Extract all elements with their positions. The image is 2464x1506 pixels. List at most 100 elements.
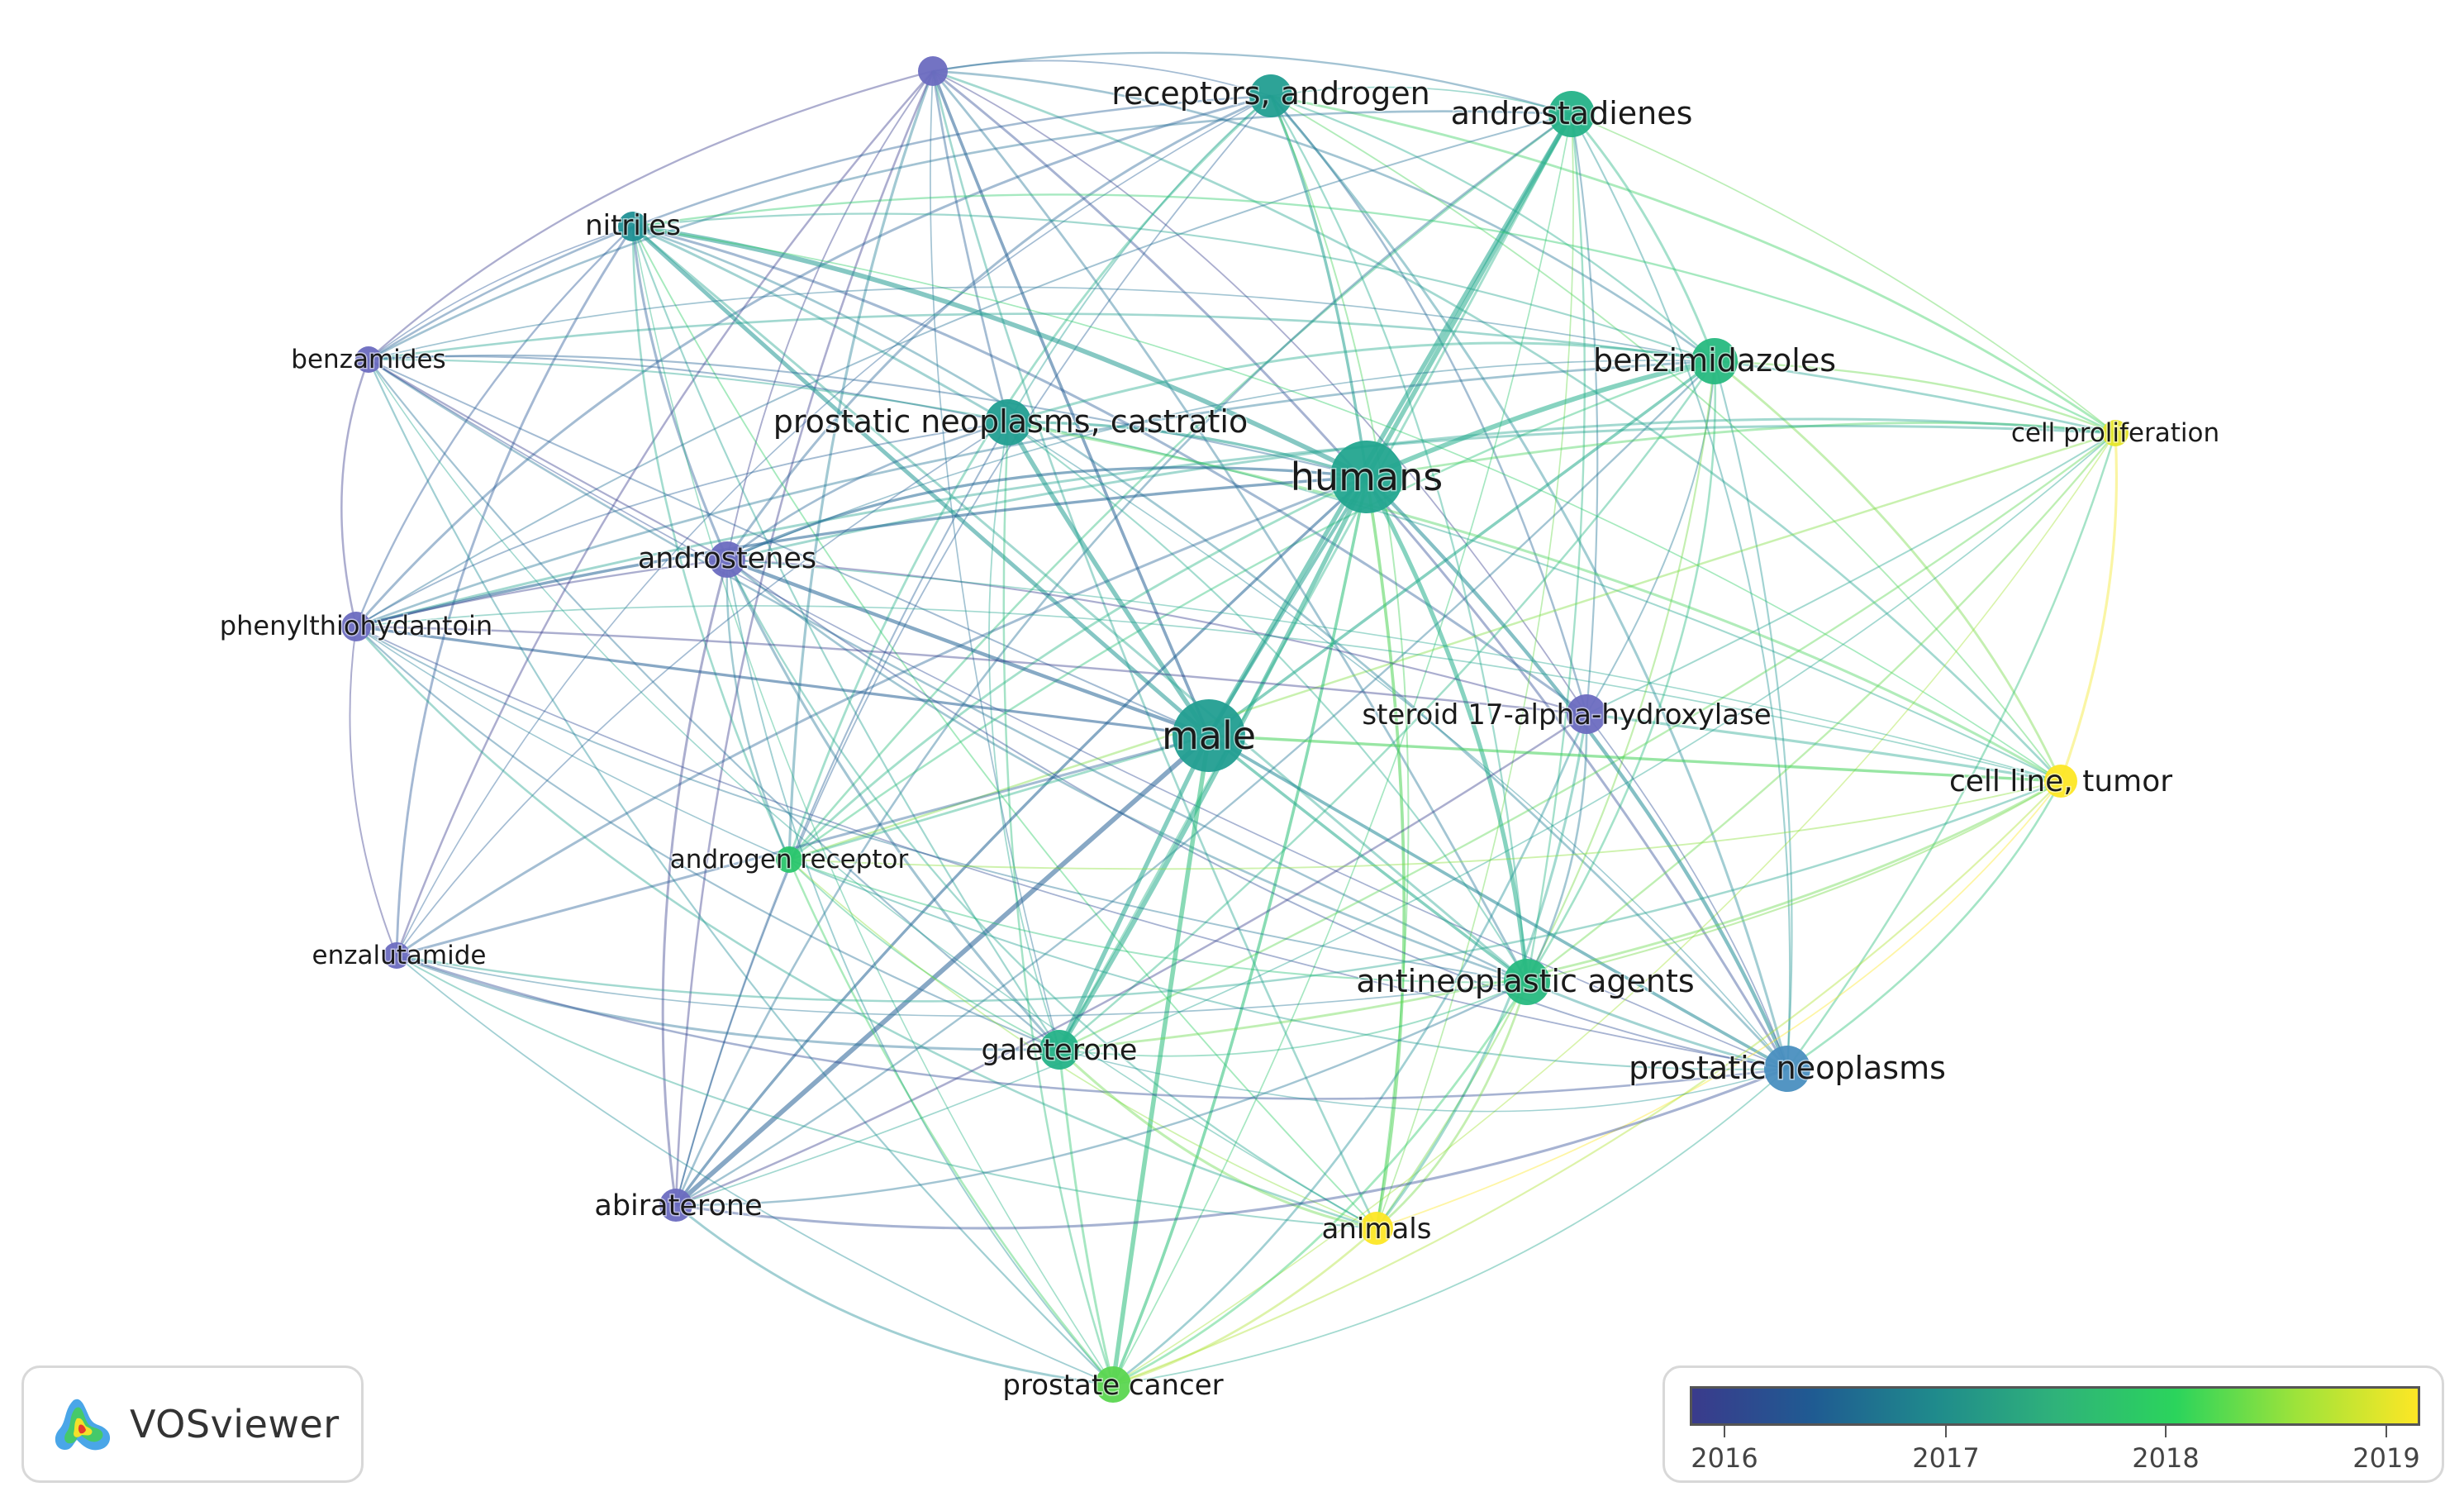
network-node-n_humans[interactable] xyxy=(1330,441,1403,513)
network-link xyxy=(988,422,1060,1051)
node-label-castratio: prostatic neoplasms, castratio xyxy=(773,403,1249,440)
network-link xyxy=(355,626,1528,983)
network-link xyxy=(931,70,1211,736)
network-link xyxy=(932,69,1715,363)
network-node-n_nitriles[interactable] xyxy=(618,212,648,241)
network-link xyxy=(726,70,934,560)
network-node-n_abiraterone[interactable] xyxy=(659,1189,692,1222)
network-node-n_male[interactable] xyxy=(1173,699,1245,772)
network-link xyxy=(632,224,1368,479)
network-links xyxy=(340,51,2119,1386)
network-link xyxy=(2059,432,2119,782)
network-link xyxy=(675,980,1528,1207)
network-link xyxy=(396,954,1788,1100)
network-link xyxy=(725,559,1061,1051)
network-link xyxy=(1366,422,2116,479)
network-node-n_benzimidazoles[interactable] xyxy=(1691,338,1738,384)
network-link xyxy=(632,226,2062,782)
network-link xyxy=(355,626,790,860)
network-link xyxy=(1112,780,2062,1386)
network-node-n_galeterone[interactable] xyxy=(1039,1030,1079,1070)
network-link xyxy=(1586,712,2062,783)
network-link xyxy=(1058,113,1573,1051)
legend-label-2016: 2016 xyxy=(1691,1442,1758,1474)
network-node-n_animals[interactable] xyxy=(1360,1212,1393,1245)
network-node-n_unlabeled_top[interactable] xyxy=(918,56,948,86)
network-node-n_androstenes[interactable] xyxy=(709,541,745,578)
network-link xyxy=(1207,734,1529,984)
node-label-enzalutamide: enzalutamide xyxy=(312,941,487,970)
network-link xyxy=(1057,475,1369,1051)
network-node-n_enzalutamide[interactable] xyxy=(383,942,410,969)
network-node-n_phenyl[interactable] xyxy=(341,612,371,641)
network-link xyxy=(349,626,397,956)
network-link xyxy=(1007,422,1788,1070)
network-link xyxy=(675,360,1715,1207)
network-link xyxy=(631,226,729,560)
legend-label-2017: 2017 xyxy=(1912,1442,1980,1474)
network-node-n_steroid[interactable] xyxy=(1567,694,1606,734)
network-link xyxy=(726,559,1788,1070)
network-link xyxy=(1365,359,1715,479)
network-link xyxy=(932,70,1587,715)
network-node-n_androstadienes[interactable] xyxy=(1548,91,1595,137)
legend-gradient-bar xyxy=(1690,1386,2420,1426)
network-link xyxy=(355,626,1060,1051)
network-link xyxy=(1269,95,1789,1070)
network-link xyxy=(368,359,1210,736)
network-link xyxy=(631,226,791,860)
node-label-cellprolif: cell proliferation xyxy=(2011,418,2219,448)
network-link xyxy=(1571,113,1791,1070)
node-label-androstadienes: androstadienes xyxy=(1451,95,1693,131)
network-link xyxy=(368,110,1572,361)
network-node-n_prostcancer[interactable] xyxy=(1095,1366,1131,1403)
network-link xyxy=(632,193,2116,435)
network-link xyxy=(368,359,1060,1051)
network-link xyxy=(1375,713,1588,1229)
network-link xyxy=(725,94,1272,560)
legend-label-2019: 2019 xyxy=(2352,1442,2420,1474)
network-link xyxy=(355,475,1368,628)
network-link xyxy=(1365,476,1406,1229)
network-link xyxy=(355,605,2062,782)
network-link xyxy=(931,70,1529,983)
network-node-n_receptors[interactable] xyxy=(1249,74,1292,117)
network-link xyxy=(1007,341,1715,424)
node-label-galeterone: galeterone xyxy=(982,1034,1138,1067)
network-link xyxy=(675,432,2116,1206)
network-link xyxy=(788,112,1572,860)
network-link xyxy=(1112,713,1588,1386)
network-link xyxy=(355,424,2116,628)
network-node-n_prostneo[interactable] xyxy=(1764,1046,1810,1092)
network-link xyxy=(788,859,1788,1070)
network-link xyxy=(1526,980,1788,1070)
network-node-n_ar[interactable] xyxy=(776,846,802,873)
network-link xyxy=(354,94,1272,627)
network-node-n_castratio[interactable] xyxy=(985,399,1031,446)
network-link xyxy=(1206,112,1574,737)
network-node-n_antineo[interactable] xyxy=(1504,959,1550,1005)
legend-tick-2018 xyxy=(2165,1426,2167,1437)
network-link xyxy=(1006,421,1211,737)
network-link xyxy=(675,712,1587,1207)
network-node-n_celltumor[interactable] xyxy=(2044,765,2077,798)
network-link xyxy=(632,226,1114,1385)
network-link xyxy=(1270,95,2062,782)
network-link xyxy=(355,626,1377,1230)
network-link xyxy=(368,69,934,360)
network-link xyxy=(1714,360,2116,435)
network-link xyxy=(368,94,1272,361)
network-link xyxy=(931,70,1378,1229)
network-node-n_cellprolif[interactable] xyxy=(2102,420,2129,446)
network-link xyxy=(368,359,728,560)
network-link xyxy=(1270,94,1715,362)
network-link xyxy=(355,625,1587,716)
network-link xyxy=(661,559,729,1206)
network-link xyxy=(787,475,1368,861)
network-link xyxy=(1112,113,1572,1385)
network-link xyxy=(1586,713,1788,1070)
network-node-n_benzamides[interactable] xyxy=(355,346,382,373)
node-label-ar: androgen receptor xyxy=(670,845,909,875)
network-link xyxy=(1270,94,2116,435)
